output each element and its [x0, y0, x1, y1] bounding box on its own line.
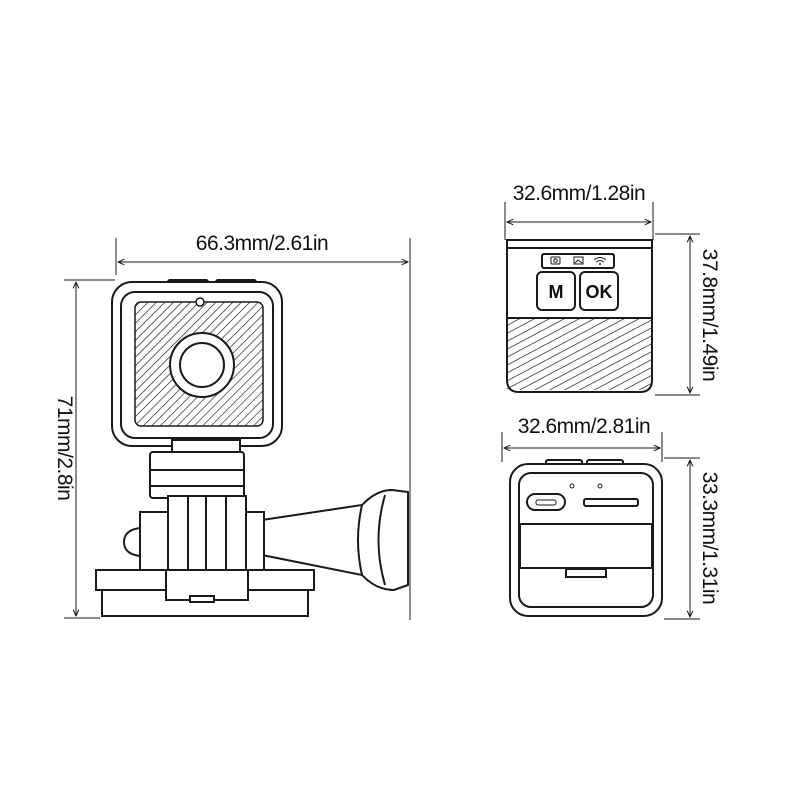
bottom-width-label: 32.6mm/2.81in	[518, 415, 650, 438]
usb-port-icon	[526, 493, 566, 511]
top-width-dimension: 32.6mm/1.28in	[504, 182, 654, 240]
sd-card-slot-icon	[583, 498, 639, 507]
bottom-body	[509, 459, 663, 617]
mount-adapter	[149, 439, 245, 499]
lens-icon	[179, 342, 225, 388]
top-view: 32.6mm/1.28in 37.8mm/1.49in	[504, 182, 721, 396]
main-width-dimension: 66.3mm/2.61in	[115, 232, 411, 620]
main-camera-view: 66.3mm/2.61in 71mm/2.8in	[53, 232, 411, 620]
grip-texture	[507, 318, 652, 390]
image-icon	[573, 256, 584, 265]
ok-button-label: OK	[586, 282, 613, 302]
main-height-label: 71mm/2.8in	[53, 396, 76, 501]
top-height-dimension: 37.8mm/1.49in	[655, 233, 721, 396]
bottom-width-dimension: 32.6mm/2.81in	[501, 415, 663, 462]
main-height-dimension: 71mm/2.8in	[53, 279, 115, 619]
ok-button[interactable]: OK	[579, 271, 619, 311]
bottom-view: 32.6mm/2.81in 33.3mm/1.31in	[501, 415, 721, 620]
camera-housing	[111, 279, 283, 447]
top-width-label: 32.6mm/1.28in	[513, 182, 645, 205]
bottom-height-dimension: 33.3mm/1.31in	[664, 457, 721, 620]
mode-button[interactable]: M	[536, 271, 576, 311]
main-width-label: 66.3mm/2.61in	[196, 232, 328, 255]
top-height-label: 37.8mm/1.49in	[698, 249, 721, 381]
top-body: M OK	[506, 239, 653, 393]
tripod-adapter	[95, 488, 409, 617]
camera-icon	[550, 256, 561, 265]
mode-button-label: M	[549, 282, 564, 302]
wifi-icon	[593, 257, 607, 265]
bottom-height-label: 33.3mm/1.31in	[698, 472, 721, 604]
indicator-led-icon	[195, 297, 205, 307]
